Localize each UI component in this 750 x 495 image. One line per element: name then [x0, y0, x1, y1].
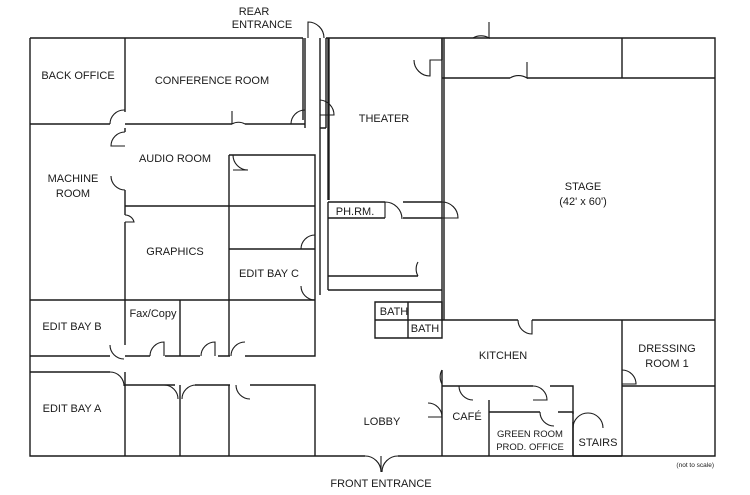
lobby-label: LOBBY — [364, 416, 401, 428]
theater-label: THEATER — [359, 113, 410, 125]
audio-room-label: AUDIO ROOM — [139, 153, 211, 165]
stage-label-2: (42' x 60') — [559, 196, 607, 208]
rear-entrance-door — [307, 21, 325, 39]
green-room-label-1: GREEN ROOM — [497, 429, 563, 440]
stage-label-1: STAGE — [565, 181, 601, 193]
front-entrance-door — [364, 455, 399, 473]
audio-right-door — [232, 154, 249, 171]
rear-entrance-label-2: ENTRANCE — [232, 19, 293, 31]
editc-door-b — [300, 285, 316, 301]
ph-rm-label: PH.RM. — [336, 206, 375, 218]
walls — [29, 37, 716, 457]
graphics-door — [124, 214, 135, 223]
doors — [109, 21, 637, 473]
edit-bay-a-label: EDIT BAY A — [43, 403, 102, 415]
machine-room-label-1: MACHINE — [48, 173, 99, 185]
fax-copy-label: Fax/Copy — [129, 308, 177, 320]
conference-door-b — [290, 109, 306, 125]
conference-room-label: CONFERENCE ROOM — [155, 75, 269, 87]
editb-door — [109, 344, 125, 360]
cafe-door-a — [427, 402, 443, 418]
edita-c-door — [181, 384, 197, 400]
rear-entrance-label-1: REAR — [239, 6, 270, 18]
bath-2-label: BATH — [411, 323, 440, 335]
stairs-label: STAIRS — [579, 437, 618, 449]
editb-right-door — [230, 341, 246, 357]
edita-b-door — [163, 384, 179, 400]
room-labels: REAR ENTRANCE BACK OFFICE CONFERENCE ROO… — [41, 6, 714, 490]
edit-bay-b-label: EDIT BAY B — [42, 321, 101, 333]
theater-low-door — [415, 261, 419, 277]
scale-note: (not to scale) — [676, 462, 714, 469]
cafe-door-b — [439, 369, 443, 385]
fax-door — [149, 341, 165, 357]
green-room-door-b — [539, 411, 555, 427]
stage-top-door — [509, 62, 528, 79]
theater-top-door — [472, 22, 490, 39]
edit-bay-c-label: EDIT BAY C — [239, 268, 299, 280]
dressing-room-label-2: ROOM 1 — [645, 358, 688, 370]
dressing-door — [621, 369, 637, 385]
editc-door-a — [300, 234, 316, 250]
bay-door — [200, 341, 216, 357]
theater-door-a — [319, 99, 335, 116]
back-office-door — [109, 109, 125, 125]
conference-door-a — [231, 111, 246, 125]
stairs-door — [572, 412, 604, 429]
cafe-top-door — [458, 385, 474, 401]
dressing-room-label-1: DRESSING — [638, 343, 695, 355]
kitchen-label: KITCHEN — [479, 350, 527, 362]
green-room-label-2: PROD. OFFICE — [496, 442, 564, 453]
graphics-label: GRAPHICS — [146, 246, 203, 258]
front-entrance-label: FRONT ENTRANCE — [330, 478, 431, 490]
back-office-label: BACK OFFICE — [41, 70, 114, 82]
audio-room-door — [110, 175, 126, 191]
machine-room-label-2: ROOM — [56, 188, 90, 200]
theater-door-b — [413, 59, 442, 77]
machine-room-door — [110, 131, 126, 147]
ph-rm-door — [384, 201, 403, 220]
kitchen-top-door — [517, 319, 533, 335]
edita-d-door — [235, 384, 251, 400]
bath-1-label: BATH — [380, 306, 409, 318]
stage-mid-door — [441, 201, 459, 219]
green-room-door — [532, 385, 548, 401]
edita-door — [109, 371, 125, 387]
cafe-label: CAFÉ — [452, 410, 481, 423]
